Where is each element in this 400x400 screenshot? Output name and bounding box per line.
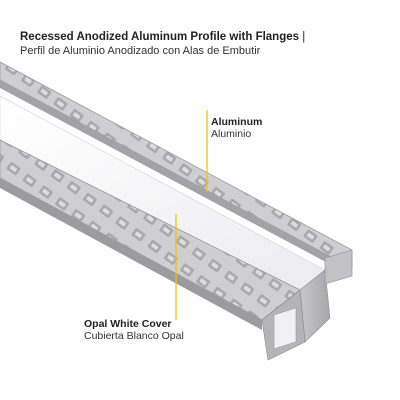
opal-cover-callout: Opal White Cover Cubierta Blanco Opal bbox=[84, 318, 184, 342]
title-spanish: Perfil de Aluminio Anodizado con Alas de… bbox=[20, 45, 261, 57]
aluminum-label-es: Aluminio bbox=[211, 128, 252, 140]
flange-end-right bbox=[324, 249, 353, 285]
upper-flange-edge bbox=[0, 80, 352, 276]
title-english: Recessed Anodized Aluminum Profile with … bbox=[20, 31, 300, 43]
opal-cover-label-es: Cubierta Blanco Opal bbox=[84, 330, 184, 342]
lower-flange-edge bbox=[0, 178, 262, 330]
page-title: Recessed Anodized Aluminum Profile with … bbox=[20, 30, 390, 44]
channel-opening bbox=[273, 307, 297, 350]
opal-cover-label-en: Opal White Cover bbox=[84, 318, 172, 330]
header: Recessed Anodized Aluminum Profile with … bbox=[20, 30, 390, 58]
aluminum-callout: Aluminum Aluminio bbox=[211, 116, 262, 140]
title-separator: | bbox=[299, 31, 306, 43]
aluminum-label-en: Aluminum bbox=[211, 116, 263, 128]
